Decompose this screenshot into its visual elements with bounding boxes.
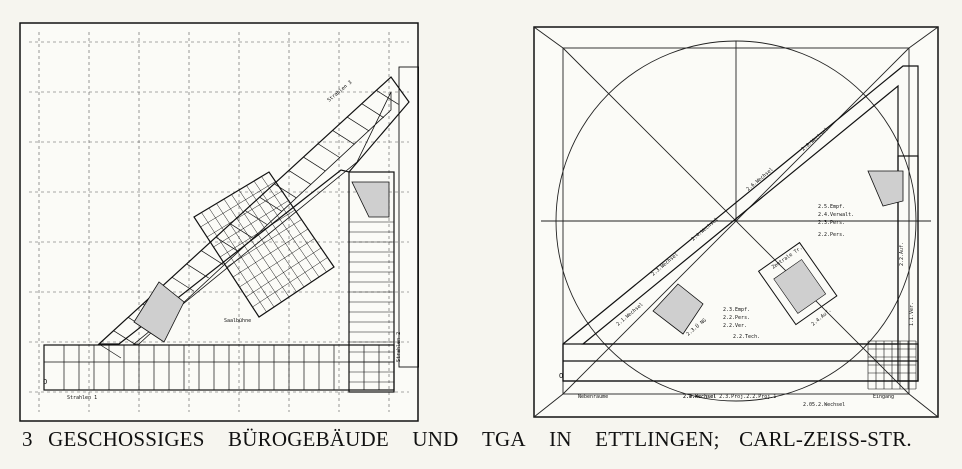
label-bottom-2: 2.4.Wechsel 2.3.Proj.2.2.Proj.1 <box>683 394 776 400</box>
stair-right <box>351 181 390 218</box>
label-marker-left: O <box>43 378 47 386</box>
label-diag-2: 2.6.Wechsel <box>745 167 774 193</box>
corner-grid <box>867 340 917 390</box>
stair-left <box>133 281 185 343</box>
plan-frame <box>19 22 419 422</box>
construction-lines <box>533 26 939 418</box>
caption-part: CARL-ZEISS-STR. <box>739 427 912 451</box>
caption: 3 GESCHOSSIGES BÜROGEBÄUDE UND TGA IN ET… <box>22 427 942 457</box>
caption-part: ETTLINGEN; <box>595 427 720 451</box>
label-core-2: 2.4.Verwalt. <box>818 212 854 218</box>
label-strut-bottom: Strahlen 1 <box>67 395 97 401</box>
label-low-3: 2.2.Ver. <box>723 323 747 329</box>
label-diag-4: 2.3.Wechsel <box>650 252 679 278</box>
label-bottom-right: Eingang <box>873 394 894 400</box>
label-hall: Saalbühne <box>224 318 251 324</box>
label-bottom-1: 2.2.Wechsel <box>683 394 716 400</box>
floor-plan-left: Strahlen 3 Strahlen 1 Strahlen 2 Saalbüh… <box>19 22 419 422</box>
label-bottom-left: Nebenräume <box>578 394 608 400</box>
right-wing <box>348 66 419 393</box>
caption-part: IN <box>549 427 572 451</box>
label-mid-2: 1.1.Ver. <box>909 302 915 326</box>
bottom-wing <box>43 344 395 391</box>
label-core-4: 2.2.Pers. <box>818 232 845 238</box>
label-side-2: 2.2.Auf. <box>899 242 905 266</box>
floor-plan-left-drawing: Strahlen 3 Strahlen 1 Strahlen 2 Saalbüh… <box>19 22 419 422</box>
label-strut-right: Strahlen 2 <box>396 332 402 362</box>
label-core-1: 2.5.Empf. <box>818 204 845 210</box>
label-core-3: 2.3.Pers. <box>818 220 845 226</box>
central-block <box>193 171 335 318</box>
stair-upper-right <box>867 170 904 207</box>
label-low-1: 2.3.Empf. <box>723 307 750 313</box>
label-diag-3: 2.4.Wechsel <box>690 217 719 243</box>
floor-plan-right: 2.8.Wechsel 2.6.Wechsel 2.4.Wechsel 2.3.… <box>533 26 939 418</box>
stair-lower-right <box>652 283 704 335</box>
building-outline-right <box>562 65 919 382</box>
caption-part: TGA <box>481 427 526 451</box>
label-low-2: 2.2.Pers. <box>723 315 750 321</box>
caption-part: BÜROGEBÄUDE <box>228 427 389 451</box>
label-bottom-3: 2.05.2.Wechsel <box>803 402 845 408</box>
label-marker-right: O <box>559 372 563 380</box>
caption-part: GESCHOSSIGES <box>48 427 205 451</box>
label-side-1: 2.4.Auf. <box>810 307 832 327</box>
floor-plan-right-drawing: 2.8.Wechsel 2.6.Wechsel 2.4.Wechsel 2.3.… <box>533 26 939 418</box>
label-diag-1: 2.8.Wechsel <box>800 127 829 153</box>
caption-part: UND <box>412 427 459 451</box>
plan-frame-right <box>533 26 939 418</box>
tower-block <box>757 241 838 326</box>
label-strut-top: Strahlen 3 <box>326 80 353 104</box>
caption-part: 3 <box>22 427 33 451</box>
label-mid-1: 2.2.Tech. <box>733 334 760 340</box>
